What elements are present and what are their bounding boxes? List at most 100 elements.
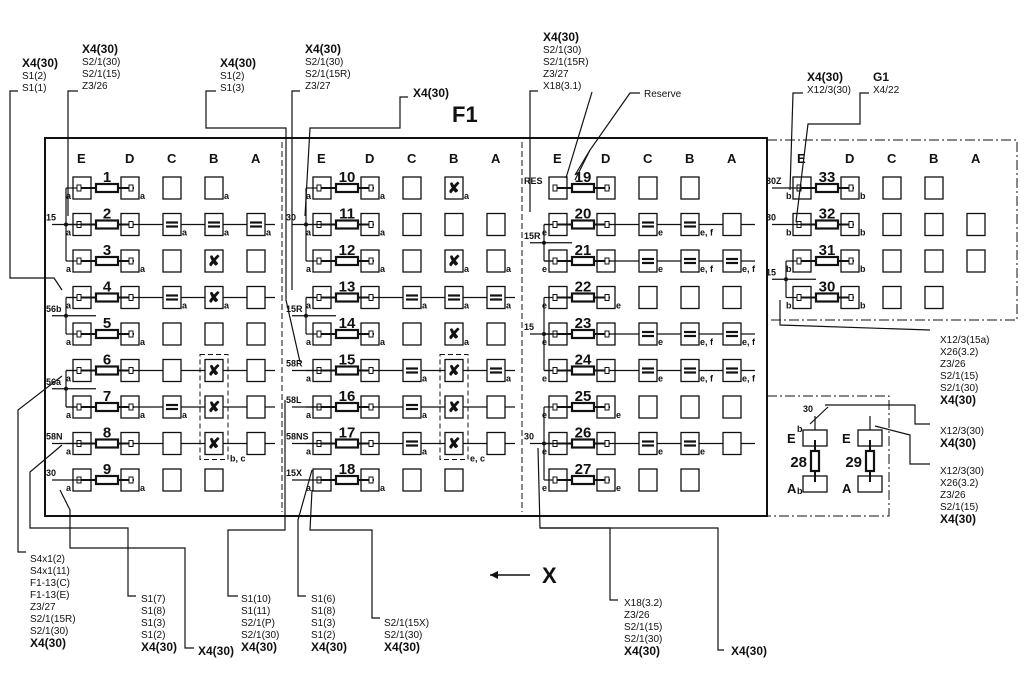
column-header-e: E	[317, 151, 326, 166]
callout-line: S2/1(30)	[82, 57, 120, 68]
fuse-icon	[570, 255, 596, 267]
sub-label: e, f	[700, 374, 714, 384]
group-note: e, c	[470, 454, 485, 464]
contact-icon	[76, 294, 82, 301]
contact-icon	[552, 257, 558, 265]
callout-footer: X4(30)	[30, 636, 66, 650]
fuse-row[interactable]: 20eee, f	[542, 206, 755, 238]
slot-a	[966, 212, 986, 237]
slot-b	[204, 431, 224, 456]
group-bracket	[199, 354, 229, 460]
leader-line	[789, 92, 803, 191]
slot-c	[638, 212, 658, 237]
callout-line: X4/22	[873, 85, 900, 96]
callout-line: S2/1(P)	[241, 618, 275, 629]
callout-heading: G1	[873, 70, 889, 84]
direction-indicator: X	[490, 563, 557, 588]
fuse-row[interactable]: 22ee	[542, 279, 742, 311]
contact-icon	[604, 403, 610, 411]
contact-icon	[604, 367, 610, 374]
callout-line: Z3/26	[624, 610, 650, 621]
fuse-number: 31	[819, 242, 836, 259]
feed-label: 15	[524, 322, 534, 332]
slot-c	[402, 249, 422, 273]
cross-icon: ✘	[448, 436, 461, 453]
callout-line: S1(7)	[141, 594, 165, 605]
fuse-row[interactable]: 6✘a	[66, 352, 275, 384]
fuse-number: 9	[103, 461, 111, 478]
callout-line: Z3/27	[305, 81, 331, 92]
contact-icon	[848, 184, 854, 192]
column-header-d: D	[125, 151, 134, 166]
contact-icon	[128, 440, 134, 447]
fuse-icon	[94, 255, 120, 267]
fuse-icon	[94, 365, 120, 376]
vertical-fuse-panel-border	[766, 395, 890, 517]
callout-line: S2/1(15)	[940, 502, 978, 513]
callout-footer: X4(30)	[311, 640, 347, 654]
fuse-row[interactable]: 8✘a	[66, 425, 275, 457]
fuse-row[interactable]: 25ee	[542, 388, 742, 420]
sub-label: a	[66, 337, 72, 347]
contact-icon	[552, 221, 558, 228]
column-header-a: A	[251, 151, 261, 166]
reserve-label: Reserve	[644, 89, 682, 100]
slot-b	[444, 468, 464, 492]
callout-heading: X4(30)	[22, 56, 58, 70]
sub-label: e, f	[742, 374, 756, 384]
sub-label: a	[506, 264, 512, 274]
feed-15r: 15R	[524, 223, 572, 262]
sub-label: e, f	[742, 337, 756, 347]
callout-line: F1-13(C)	[30, 578, 70, 589]
slot-a	[486, 285, 506, 310]
cross-icon: ✘	[208, 290, 221, 307]
callout-line: X12/3(30)	[807, 85, 851, 96]
slot-b	[680, 285, 700, 310]
slot-b	[444, 212, 464, 237]
feed-label: 15	[766, 267, 776, 277]
sub-label: a	[66, 264, 72, 274]
fuse-number: 27	[575, 461, 592, 478]
fuse-row[interactable]: 19	[548, 169, 700, 200]
fuse-number: 7	[103, 388, 111, 405]
slot-c	[402, 395, 422, 419]
fuse-row[interactable]: 23eee, fe, f	[542, 315, 756, 347]
slot-b	[204, 322, 224, 346]
leader-line	[825, 404, 930, 425]
callout-line: X18(3.2)	[624, 598, 662, 609]
leader-line	[59, 489, 194, 649]
slot-b	[924, 212, 944, 237]
callout-line: S2/1(30)	[30, 626, 68, 637]
fuse-icon	[570, 474, 596, 486]
fuse-row[interactable]: 26eee	[542, 425, 755, 457]
slot-b	[204, 212, 224, 237]
fuse-number: 28	[790, 454, 807, 471]
